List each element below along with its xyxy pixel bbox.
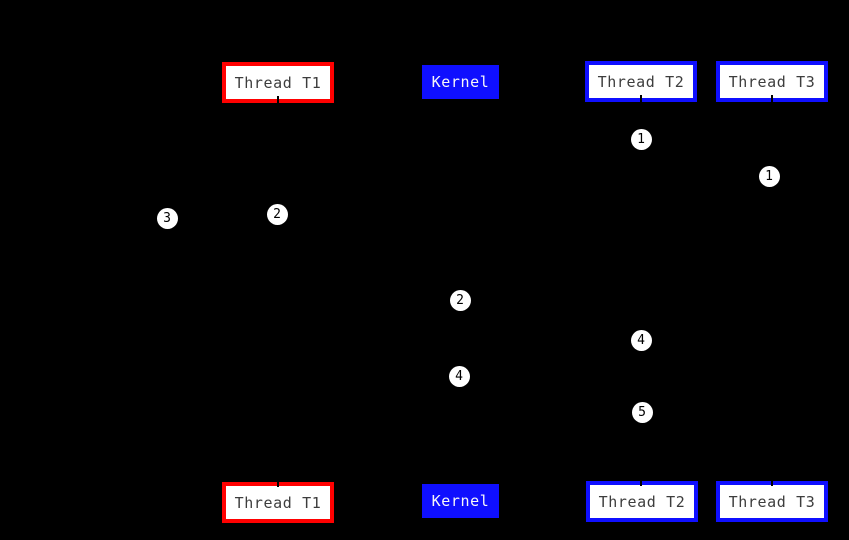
lifeline-stub-t2-top bbox=[640, 95, 642, 102]
lifeline-stub-t3-top bbox=[771, 95, 773, 102]
participant-box-kernel-top: Kernel bbox=[422, 65, 499, 99]
event-marker-4: 4 bbox=[630, 329, 652, 351]
participant-box-thread-t1-bottom: Thread T1 bbox=[222, 482, 334, 523]
participant-label: Thread T3 bbox=[728, 72, 816, 91]
event-marker-4: 4 bbox=[448, 365, 470, 387]
lifeline-stub-t3-bottom bbox=[771, 477, 773, 486]
event-marker-2: 2 bbox=[266, 203, 288, 225]
event-marker-1: 1 bbox=[758, 165, 780, 187]
participant-label: Kernel bbox=[431, 492, 490, 510]
participant-label: Thread T2 bbox=[597, 72, 685, 91]
participant-box-kernel-bottom: Kernel bbox=[422, 484, 499, 518]
lifeline-stub-t1-bottom bbox=[277, 478, 279, 487]
participant-box-thread-t2-bottom: Thread T2 bbox=[586, 481, 698, 522]
event-marker-3: 3 bbox=[156, 207, 178, 229]
participant-label: Kernel bbox=[431, 73, 490, 91]
participant-label: Thread T1 bbox=[234, 73, 322, 92]
participant-box-thread-t3-bottom: Thread T3 bbox=[716, 481, 828, 522]
event-marker-2: 2 bbox=[449, 289, 471, 311]
lifeline-stub-t1-top bbox=[277, 96, 279, 103]
participant-label: Thread T3 bbox=[728, 492, 816, 511]
event-marker-1: 1 bbox=[630, 128, 652, 150]
participant-label: Thread T2 bbox=[598, 492, 686, 511]
lifeline-stub-t2-bottom bbox=[640, 477, 642, 486]
participant-label: Thread T1 bbox=[234, 493, 322, 512]
event-marker-5: 5 bbox=[631, 401, 653, 423]
